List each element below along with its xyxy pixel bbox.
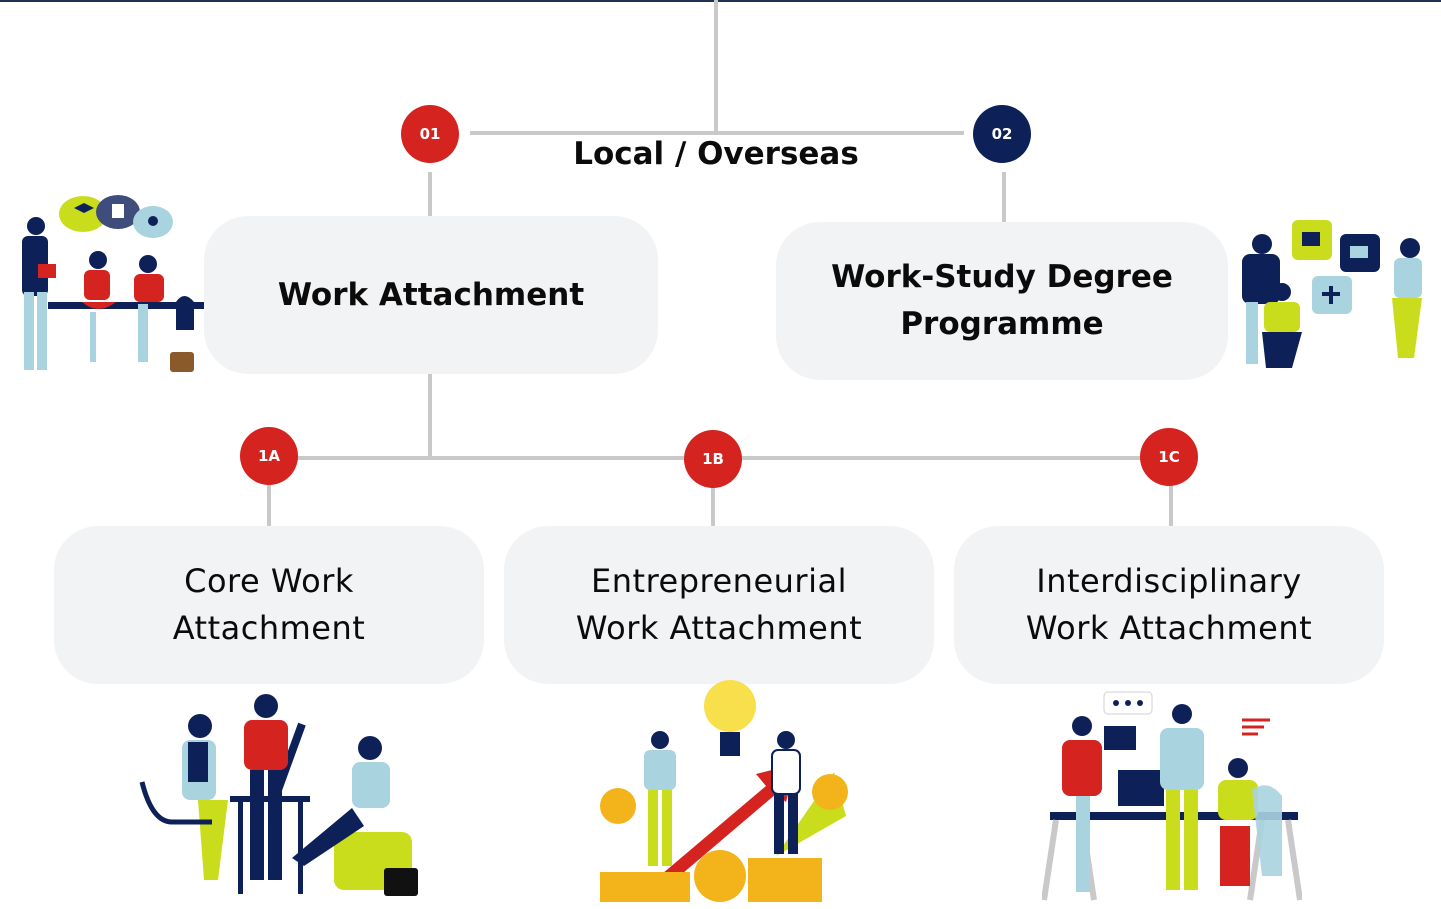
card-work-attachment: Work Attachment (204, 216, 658, 374)
office-teamwork-illustration (139, 694, 418, 896)
badge-02: 02 (973, 105, 1031, 163)
connector-02-down (1002, 172, 1006, 222)
connector-top-horizontal (470, 131, 964, 135)
card-entrepreneurial-work-attachment-label: Entrepreneurial Work Attachment (575, 562, 863, 647)
card-core-work-attachment-label: Core Work Attachment (172, 562, 366, 647)
connector-01-down (428, 172, 432, 216)
badge-01: 01 (401, 105, 459, 163)
card-interdisciplinary-work-attachment: Interdisciplinary Work Attachment (954, 526, 1384, 684)
connector-1b-down (711, 486, 715, 526)
card-work-attachment-label: Work Attachment (277, 276, 585, 313)
badge-1c: 1C (1140, 428, 1198, 486)
connector-root-vertical (714, 0, 718, 135)
connector-1c-down (1169, 485, 1173, 526)
card-work-study-degree: Work-Study Degree Programme (776, 222, 1228, 380)
card-core-work-attachment: Core Work Attachment (54, 526, 484, 684)
badge-1b: 1B (684, 430, 742, 488)
card-work-study-degree-label: Work-Study Degree Programme (831, 259, 1173, 342)
growth-money-illustration (600, 680, 848, 902)
card-entrepreneurial-work-attachment: Entrepreneurial Work Attachment (504, 526, 934, 684)
card-interdisciplinary-work-attachment-label: Interdisciplinary Work Attachment (1025, 562, 1313, 647)
team-meeting-illustration (1042, 691, 1302, 901)
connector-1a-down (267, 484, 271, 526)
root-label: Local / Overseas (573, 136, 859, 172)
connector-work-attachment-down (428, 374, 432, 456)
puzzle-collaboration-illustration (1242, 220, 1422, 368)
team-discussion-illustration (22, 195, 204, 372)
top-rule (0, 0, 1441, 2)
badge-1a: 1A (240, 427, 298, 485)
